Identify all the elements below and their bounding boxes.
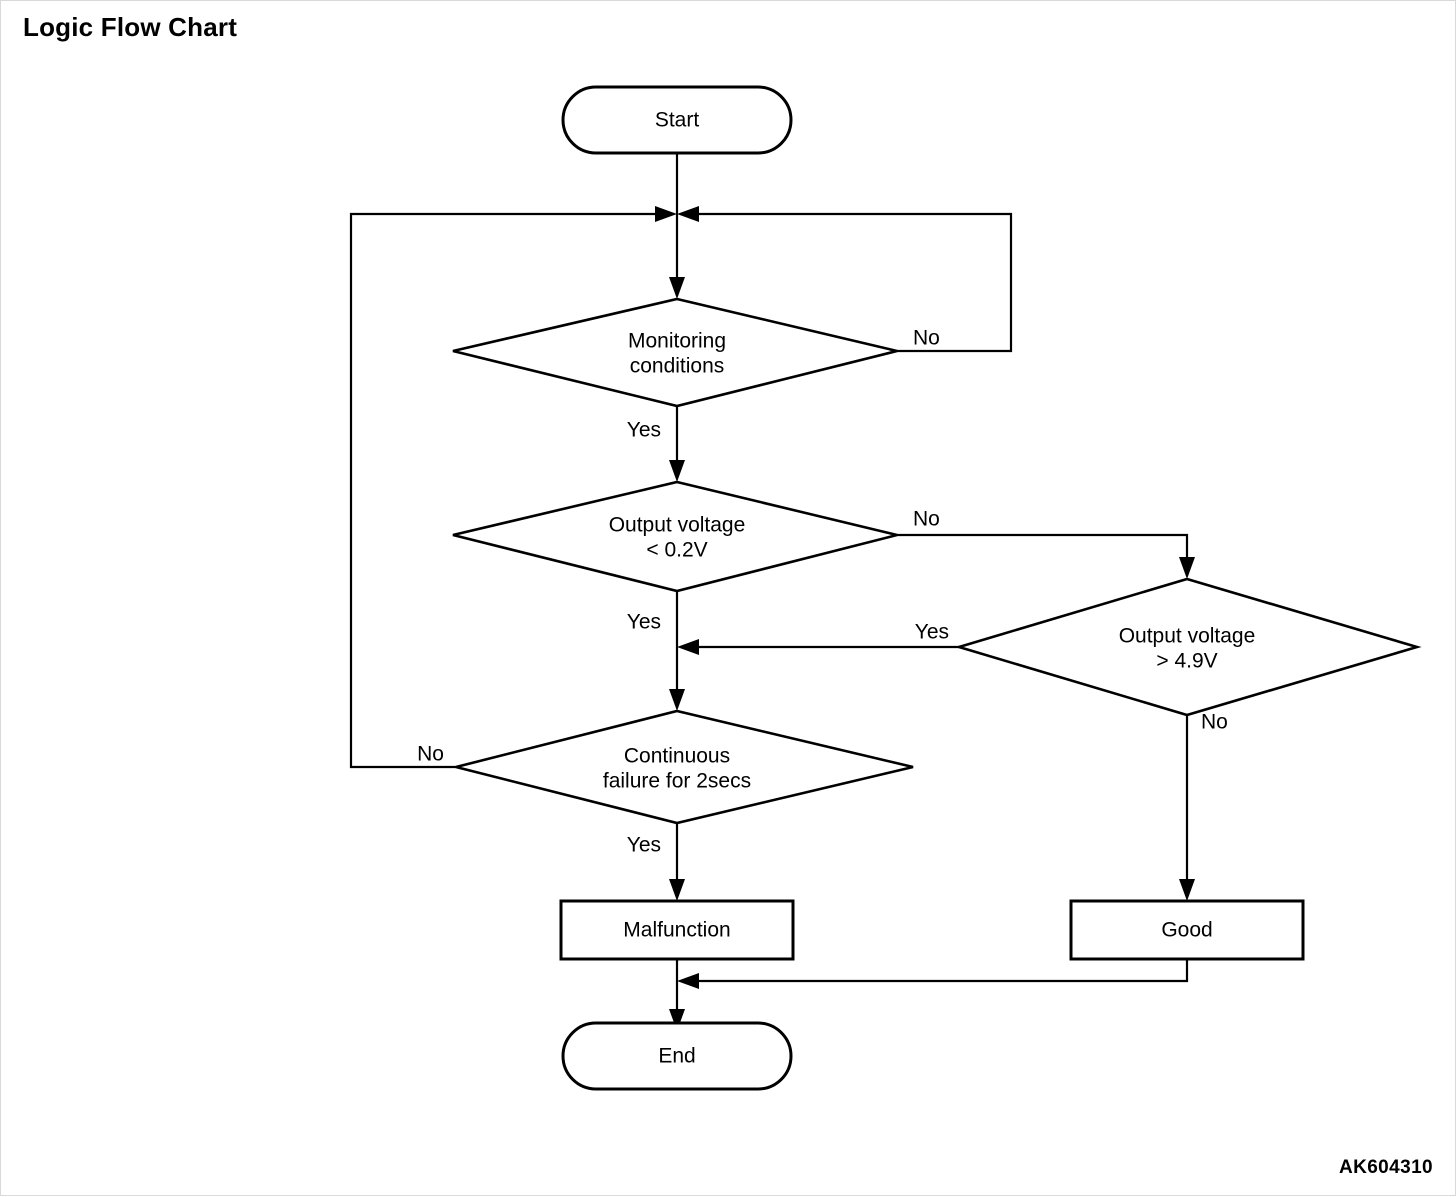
- arrow-head-into-low-volt: [669, 460, 685, 482]
- edge-label-high-volt-yes: Yes: [915, 621, 949, 644]
- edge-label-low-volt-yes: Yes: [627, 611, 661, 634]
- node-continuous-label-line1: Continuous: [624, 745, 730, 768]
- node-start[interactable]: Start: [561, 85, 793, 155]
- edge-label-continuous-no: No: [417, 743, 444, 766]
- node-start-label: Start: [655, 109, 700, 132]
- node-continuous-failure[interactable]: Continuous failure for 2secs: [455, 709, 914, 825]
- edge-monitoring-no-loop: [691, 212, 1013, 353]
- arrow-head-continuous-no-into-junction: [655, 206, 677, 222]
- node-malfunction-label: Malfunction: [623, 919, 730, 942]
- page-title: Logic Flow Chart: [23, 12, 238, 42]
- node-output-voltage-high[interactable]: Output voltage > 4.9V: [954, 577, 1422, 717]
- arrow-head-into-malfunction: [669, 879, 685, 901]
- node-monitoring-label-line2: conditions: [630, 355, 725, 378]
- edge-continuous-no-loop: [349, 212, 663, 769]
- edge-label-monitoring-no: No: [913, 327, 940, 350]
- node-low-volt-label-line1: Output voltage: [609, 514, 746, 537]
- node-malfunction[interactable]: Malfunction: [559, 899, 795, 961]
- node-good[interactable]: Good: [1069, 899, 1305, 961]
- node-end[interactable]: End: [561, 1021, 793, 1091]
- node-good-label: Good: [1161, 919, 1212, 942]
- edge-label-high-volt-no: No: [1201, 711, 1228, 734]
- node-monitoring-label-line1: Monitoring: [628, 330, 726, 353]
- node-output-voltage-low[interactable]: Output voltage < 0.2V: [452, 480, 898, 593]
- edge-low-volt-no: [897, 533, 1189, 568]
- node-monitoring-conditions[interactable]: Monitoring conditions: [452, 297, 898, 408]
- edge-label-low-volt-no: No: [913, 508, 940, 531]
- edge-label-continuous-yes: Yes: [627, 834, 661, 857]
- arrow-head-good-into-trunk: [677, 973, 699, 989]
- node-low-volt-label-line2: < 0.2V: [646, 539, 707, 562]
- arrow-head-into-high-volt: [1179, 557, 1195, 579]
- arrow-head-into-good: [1179, 879, 1195, 901]
- node-continuous-label-line2: failure for 2secs: [603, 770, 751, 793]
- node-end-label: End: [658, 1045, 695, 1068]
- node-high-volt-label-line2: > 4.9V: [1156, 650, 1217, 673]
- arrow-head-monitoring-no-into-junction: [677, 206, 699, 222]
- edge-good-to-end: [691, 959, 1189, 983]
- footer-reference-code: AK604310: [1338, 1157, 1433, 1178]
- arrow-head-into-monitoring: [669, 277, 685, 299]
- arrow-head-high-volt-yes-into-trunk: [677, 639, 699, 655]
- arrow-head-into-end: [669, 1009, 685, 1031]
- arrow-head-into-continuous: [669, 689, 685, 711]
- node-high-volt-label-line1: Output voltage: [1119, 625, 1256, 648]
- edge-label-monitoring-yes: Yes: [627, 419, 661, 442]
